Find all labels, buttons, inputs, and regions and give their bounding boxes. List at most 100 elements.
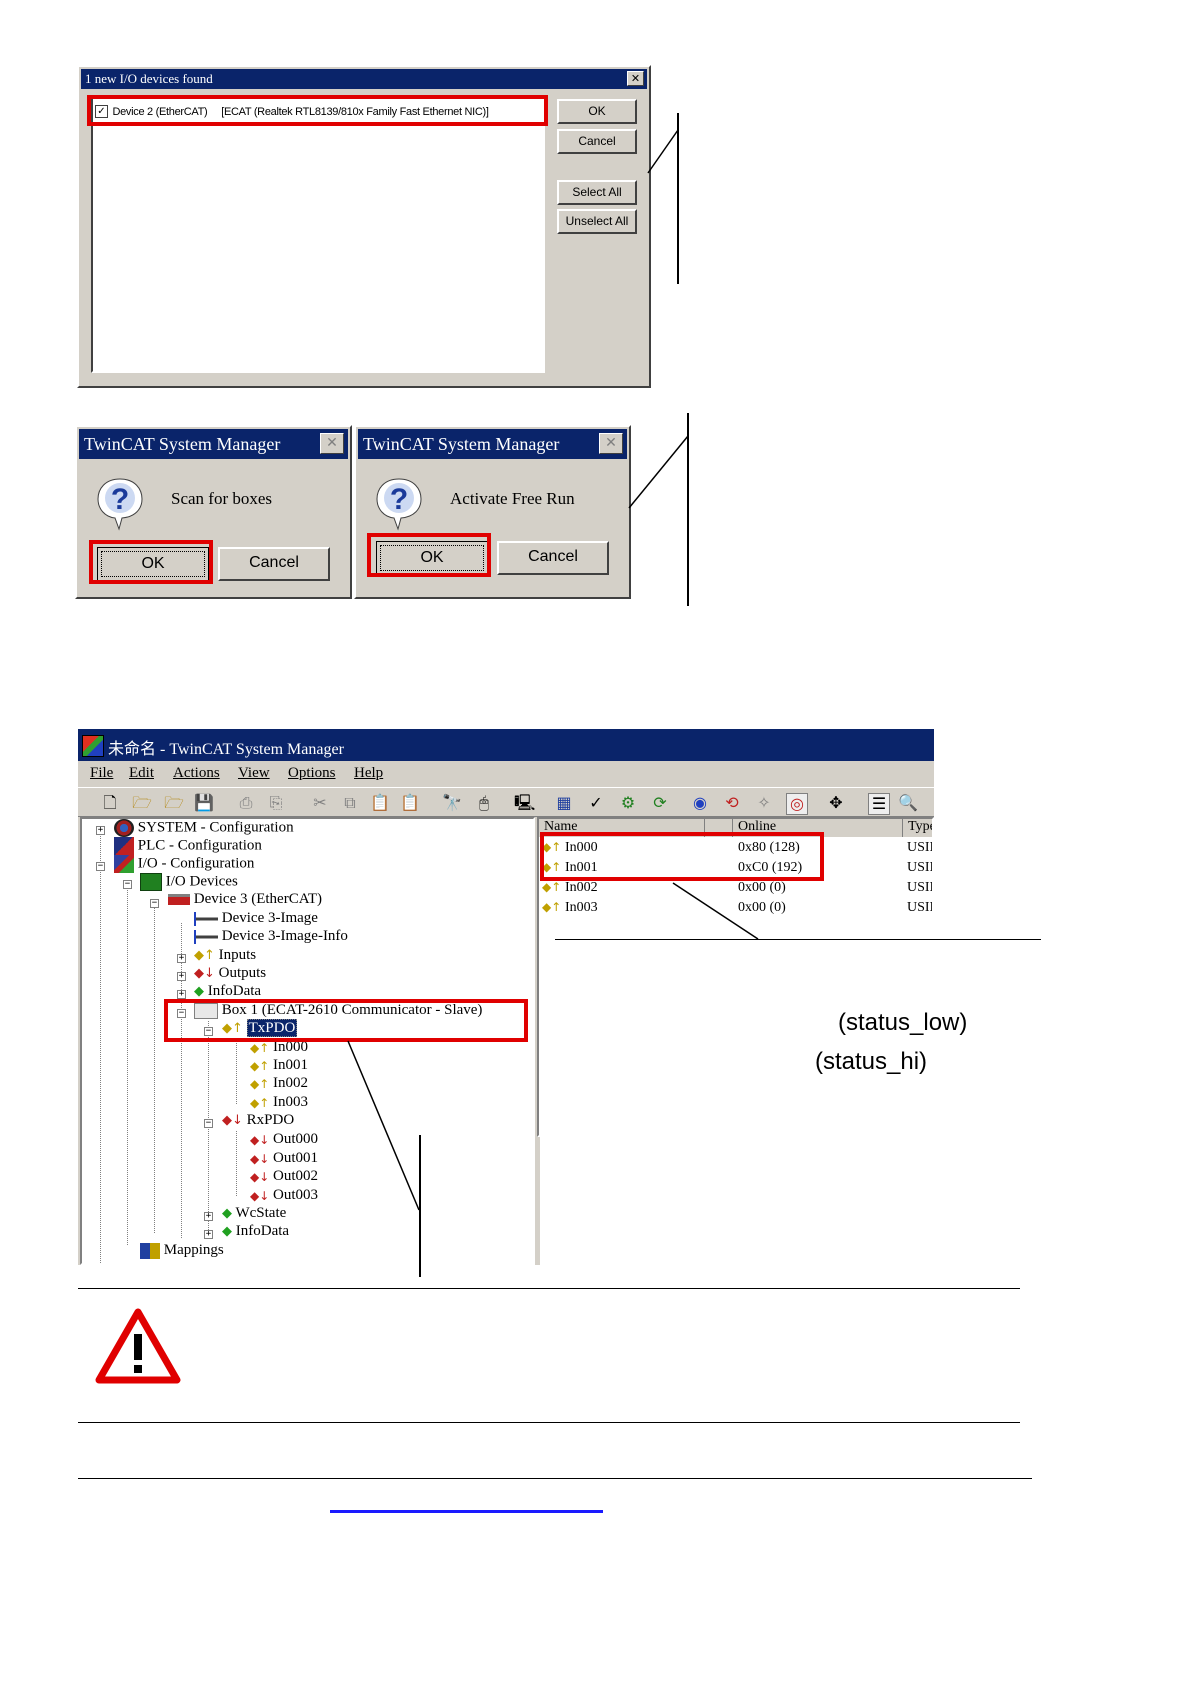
paste-with-links-icon[interactable]: 📋 (400, 793, 420, 812)
row-online: 0x00 (0) (738, 900, 786, 915)
menu-options[interactable]: Options (288, 765, 336, 781)
add-item-icon[interactable]: ✥ (829, 793, 843, 812)
config-mode-icon[interactable]: ⟲ (725, 793, 739, 812)
device-checkbox[interactable]: ✓ (95, 105, 108, 119)
table-row[interactable]: ◆↑ In001 0xC0 (192) USII (539, 859, 932, 879)
tree-item-txpdo[interactable]: ◆↑ TxPDO (222, 1019, 298, 1037)
tree-item-device-3[interactable]: Device 3 (EtherCAT) (168, 891, 322, 908)
collapse-toggle[interactable]: − (204, 1026, 213, 1036)
menu-edit[interactable]: Edit (129, 765, 154, 781)
free-run-icon[interactable]: ✧ (757, 793, 771, 812)
expand-toggle[interactable]: + (177, 971, 186, 981)
activate-configuration-icon[interactable]: ⚙ (620, 793, 636, 812)
menu-file[interactable]: File (90, 765, 114, 781)
close-icon[interactable]: ✕ (599, 433, 623, 454)
output-var-icon: ◆↓ (250, 1169, 270, 1184)
ok-button[interactable]: OK (97, 547, 209, 581)
collapse-toggle[interactable]: − (96, 861, 105, 871)
collapse-toggle[interactable]: − (204, 1118, 213, 1128)
dialog-titlebar: 1 new I/O devices found ✕ (81, 69, 647, 89)
ok-button-label: OK (380, 545, 484, 571)
tree-item-in003[interactable]: ◆↑ In003 (250, 1094, 309, 1110)
cut-icon[interactable]: ✂ (313, 793, 327, 812)
tree-item-system-config[interactable]: SYSTEM - Configuration (114, 819, 294, 837)
mouse-icon[interactable]: 🖱 (479, 793, 489, 812)
tree-item-box-1[interactable]: Box 1 (ECAT-2610 Communicator - Slave) (194, 1002, 482, 1019)
tree-item-box-infodata[interactable]: ◆ InfoData (222, 1223, 290, 1240)
zoom-icon[interactable]: 🔍 (898, 793, 918, 812)
menu-help[interactable]: Help (354, 765, 384, 781)
collapse-toggle[interactable]: − (177, 1008, 186, 1018)
unselect-all-button[interactable]: Unselect All (557, 209, 637, 234)
generate-mappings-icon[interactable]: ▦ (556, 793, 572, 812)
expand-toggle[interactable]: + (96, 825, 105, 835)
tree-item-out001[interactable]: ◆↓ Out001 (250, 1150, 319, 1166)
ok-button[interactable]: OK (376, 541, 488, 575)
tree-item-out003[interactable]: ◆↓ Out003 (250, 1187, 319, 1203)
table-row[interactable]: ◆↑ In000 0x80 (128) USII (539, 839, 932, 859)
tree-item-in000[interactable]: ◆↑ In000 (250, 1039, 309, 1055)
close-icon[interactable]: ✕ (320, 433, 344, 454)
table-row[interactable]: ◆↑ In002 0x00 (0) USII (539, 879, 932, 899)
expand-toggle[interactable]: + (177, 953, 186, 963)
column-header-online[interactable]: Online (733, 819, 903, 837)
tree-item-io-config[interactable]: I/O - Configuration (114, 855, 254, 873)
check-configuration-icon[interactable]: ✓ (589, 793, 603, 812)
ok-button[interactable]: OK (557, 99, 637, 124)
paste-icon[interactable]: 📋 (370, 793, 390, 812)
infodata-icon: ◆ (222, 1224, 232, 1240)
tree-item-out000[interactable]: ◆↓ Out000 (250, 1131, 319, 1147)
tree-item-device-3-image-info[interactable]: Device 3-Image-Info (194, 928, 348, 945)
new-icon[interactable]: 🗋 (103, 793, 117, 812)
show-online-data-icon[interactable]: ☰ (868, 793, 890, 815)
column-header-sort[interactable] (705, 819, 733, 837)
tree-item-infodata[interactable]: ◆ InfoData (194, 983, 262, 1000)
device-list-item[interactable]: ✓ Device 2 (EtherCAT) [ECAT (Realtek RTL… (95, 103, 489, 119)
tree-item-plc-config[interactable]: PLC - Configuration (114, 837, 262, 855)
copy-icon[interactable]: ⧉ (344, 793, 356, 812)
table-row[interactable]: ◆↑ In003 0x00 (0) USII (539, 899, 932, 919)
menu-view[interactable]: View (238, 765, 270, 781)
footer-link-underline[interactable] (330, 1510, 603, 1513)
cancel-button[interactable]: Cancel (218, 547, 330, 581)
tree-item-in002[interactable]: ◆↑ In002 (250, 1075, 309, 1091)
row-icon: ◆↑ (542, 880, 562, 894)
tree-item-in001[interactable]: ◆↑ In001 (250, 1057, 309, 1073)
menu-actions[interactable]: Actions (173, 765, 220, 781)
expand-toggle[interactable]: + (177, 989, 186, 999)
cancel-button[interactable]: Cancel (557, 129, 637, 154)
expand-toggle[interactable]: + (204, 1229, 213, 1239)
expand-toggle[interactable]: + (204, 1211, 213, 1221)
tree-item-out002[interactable]: ◆↓ Out002 (250, 1168, 319, 1184)
output-var-icon: ◆↓ (250, 1151, 270, 1166)
tree-item-device-3-image[interactable]: Device 3-Image (194, 910, 318, 927)
tree-item-outputs[interactable]: ◆↓ Outputs (194, 965, 267, 982)
save-icon[interactable]: 💾 (194, 793, 214, 812)
scan-icon[interactable]: ◉ (693, 793, 707, 812)
column-header-type[interactable]: Type (908, 819, 934, 834)
tree-item-inputs[interactable]: ◆↑ Inputs (194, 947, 257, 964)
toggle-free-run-icon[interactable]: ◎ (786, 793, 808, 815)
cancel-button[interactable]: Cancel (497, 541, 609, 575)
tree-item-wcstate[interactable]: ◆ WcState (222, 1205, 287, 1222)
tree-item-mappings[interactable]: Mappings (140, 1242, 224, 1259)
target-system-icon[interactable]: 🖳 (514, 793, 536, 812)
io-devices-icon (140, 873, 162, 891)
device-list[interactable]: ✓ Device 2 (EtherCAT) [ECAT (Realtek RTL… (91, 97, 545, 373)
restart-icon[interactable]: ⟳ (653, 793, 667, 812)
print-preview-icon[interactable]: ⎘ (269, 793, 283, 812)
collapse-toggle[interactable]: − (150, 898, 159, 908)
collapse-toggle[interactable]: − (123, 879, 132, 889)
select-all-button[interactable]: Select All (557, 180, 637, 205)
tree-item-rxpdo[interactable]: ◆↓ RxPDO (222, 1112, 295, 1129)
print-icon[interactable]: ⎙ (239, 793, 253, 812)
footer-divider (78, 1478, 1032, 1479)
close-icon[interactable]: ✕ (627, 71, 644, 86)
plc-config-icon (114, 837, 134, 855)
status-hi-label: (status_hi) (815, 1048, 928, 1075)
tree-item-io-devices[interactable]: I/O Devices (140, 873, 238, 891)
open-icon[interactable]: 🗁 (132, 793, 152, 812)
column-header-name[interactable]: Name (539, 819, 705, 837)
open-from-target-icon[interactable]: 🗁 (164, 793, 184, 812)
find-icon[interactable]: 🔭 (442, 793, 462, 812)
